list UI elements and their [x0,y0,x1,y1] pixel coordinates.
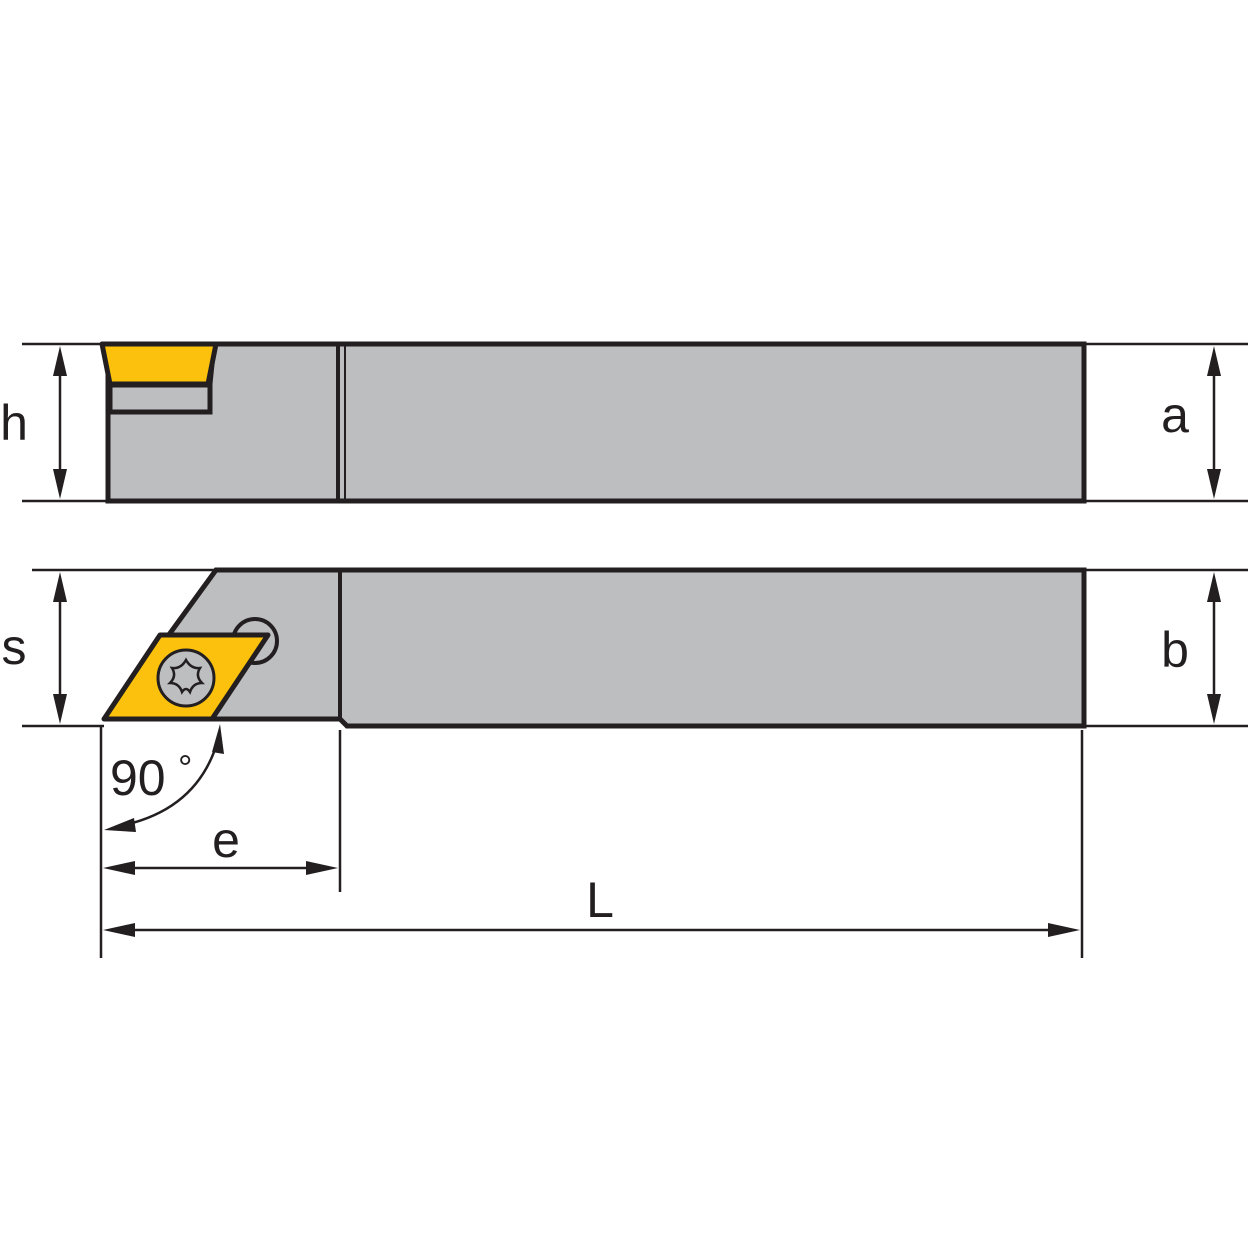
arrow-a-top [1207,346,1221,376]
angle-arc [119,739,220,828]
label-a: a [1161,387,1189,443]
arrow-L-right [1048,923,1080,937]
label-degree: ° [178,747,192,788]
insert-side [99,341,219,387]
arrow-e-left [103,861,135,875]
label-b: b [1161,622,1189,678]
arrow-angle-start [212,724,224,754]
shank-side-body [105,341,1087,504]
arrow-e-right [306,861,338,875]
insert-seat [107,382,213,415]
label-e: e [212,812,240,868]
arrow-s-bottom [53,694,67,724]
top-view: s b 90 ° e L [2,567,1248,958]
arrow-b-bottom [1207,694,1221,724]
label-angle: 90 [110,750,166,806]
arrow-h-bottom [53,469,67,499]
side-view: h a [0,341,1248,504]
label-angle-value: 90 [110,750,166,806]
arrow-a-bottom [1207,469,1221,499]
arrow-s-top [53,572,67,602]
label-h: h [0,395,28,451]
arrow-angle-end [104,818,136,832]
torx-screw-icon [156,648,216,708]
arrow-h-top [53,346,67,376]
label-L: L [586,872,614,928]
label-s: s [2,619,27,675]
arrow-b-top [1207,572,1221,602]
arrow-L-left [103,923,135,937]
shank-top-body [163,567,1087,729]
